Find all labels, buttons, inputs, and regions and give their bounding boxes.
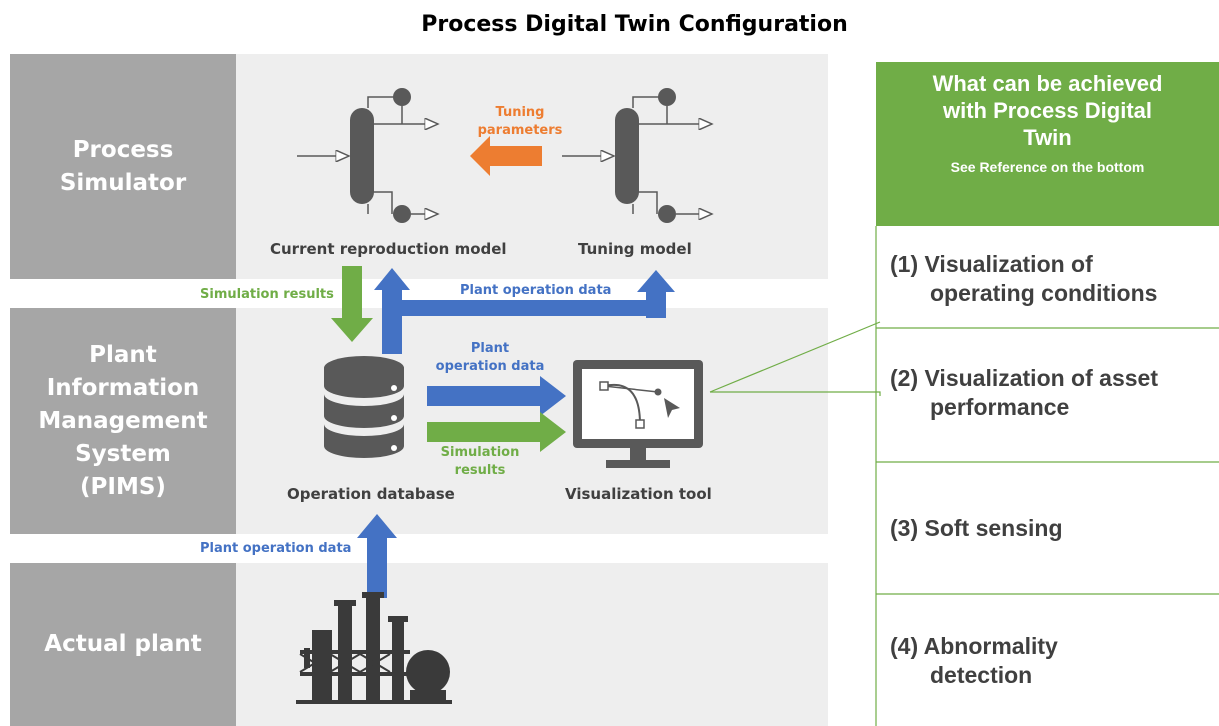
plant-operation-data-label-bottom: Plant operation data	[200, 541, 352, 556]
pims-label-line: System	[75, 440, 171, 467]
plant-label: Actual plant	[10, 563, 236, 726]
plant-operation-data-label-mid: Plant operation data	[430, 340, 550, 376]
tuning-model-caption: Tuning model	[578, 240, 692, 258]
connector-line	[710, 391, 881, 396]
pims-label-line: Plant	[89, 341, 157, 368]
plant-to-database-arrow	[357, 514, 397, 598]
simulation-results-label: Simulation results	[200, 287, 334, 302]
achievement-item-2: (2) Visualization of asset performance	[890, 364, 1219, 422]
database-icon	[324, 356, 404, 458]
tuning-parameters-line: parameters	[477, 123, 563, 138]
plant-operation-data-line: Plant	[470, 341, 510, 356]
achievement-item-line: (1) Visualization of	[890, 251, 1093, 277]
database-caption: Operation database	[287, 485, 455, 503]
simulation-results-label-mid: Simulation results	[430, 444, 530, 480]
tuning-parameters-line: Tuning	[495, 105, 545, 120]
pims-label: Plant Information Management System (PIM…	[10, 308, 236, 534]
simulation-results-right-arrow	[427, 412, 566, 452]
achievement-subtitle: See Reference on the bottom	[950, 159, 1145, 175]
achievement-item-line: (2) Visualization of asset	[890, 365, 1158, 391]
factory-icon	[296, 592, 452, 704]
tuning-model-icon	[562, 88, 712, 223]
visualization-monitor-icon	[573, 360, 703, 468]
achievement-title-line: What can be achieved	[932, 71, 1163, 96]
achievement-item-1: (1) Visualization of operating condition…	[890, 250, 1219, 308]
current-model-icon	[297, 88, 438, 223]
achievement-item-line: performance	[930, 394, 1070, 420]
achievement-item-line: detection	[930, 662, 1033, 688]
achievement-borders	[875, 226, 1219, 726]
pims-label-line: Management	[38, 407, 208, 434]
simulation-results-line: results	[454, 463, 506, 478]
achievement-item-3: (3) Soft sensing	[890, 514, 1219, 543]
connector-line	[709, 321, 881, 393]
simulation-results-down-arrow	[331, 266, 373, 342]
simulation-results-line: Simulation	[440, 445, 520, 460]
plant-operation-data-right-arrow	[427, 376, 566, 416]
pims-label-line: Information	[46, 374, 200, 401]
visualization-caption: Visualization tool	[565, 485, 712, 503]
achievement-title-line: with Process Digital	[942, 98, 1153, 123]
achievement-item-4: (4) Abnormality detection	[890, 632, 1219, 690]
pims-label-line: (PIMS)	[80, 473, 166, 500]
tuning-parameters-arrow	[470, 136, 542, 176]
simulator-label-line: Simulator	[59, 169, 187, 196]
tuning-parameters-label: Tuning parameters	[470, 104, 570, 140]
plant-operation-data-up-arrow	[374, 268, 675, 354]
plant-operation-data-label-top: Plant operation data	[460, 283, 612, 298]
current-model-caption: Current reproduction model	[270, 240, 507, 258]
plant-operation-data-line: operation data	[435, 359, 545, 374]
achievement-title-line: Twin	[1023, 125, 1072, 150]
page-title: Process Digital Twin Configuration	[421, 12, 848, 37]
simulator-label-line: Process	[72, 136, 174, 163]
achievement-header: What can be achieved with Process Digita…	[876, 62, 1219, 226]
achievement-item-line: (3) Soft sensing	[890, 515, 1063, 541]
achievement-item-line: (4) Abnormality	[890, 633, 1058, 659]
achievement-item-line: operating conditions	[930, 280, 1158, 306]
